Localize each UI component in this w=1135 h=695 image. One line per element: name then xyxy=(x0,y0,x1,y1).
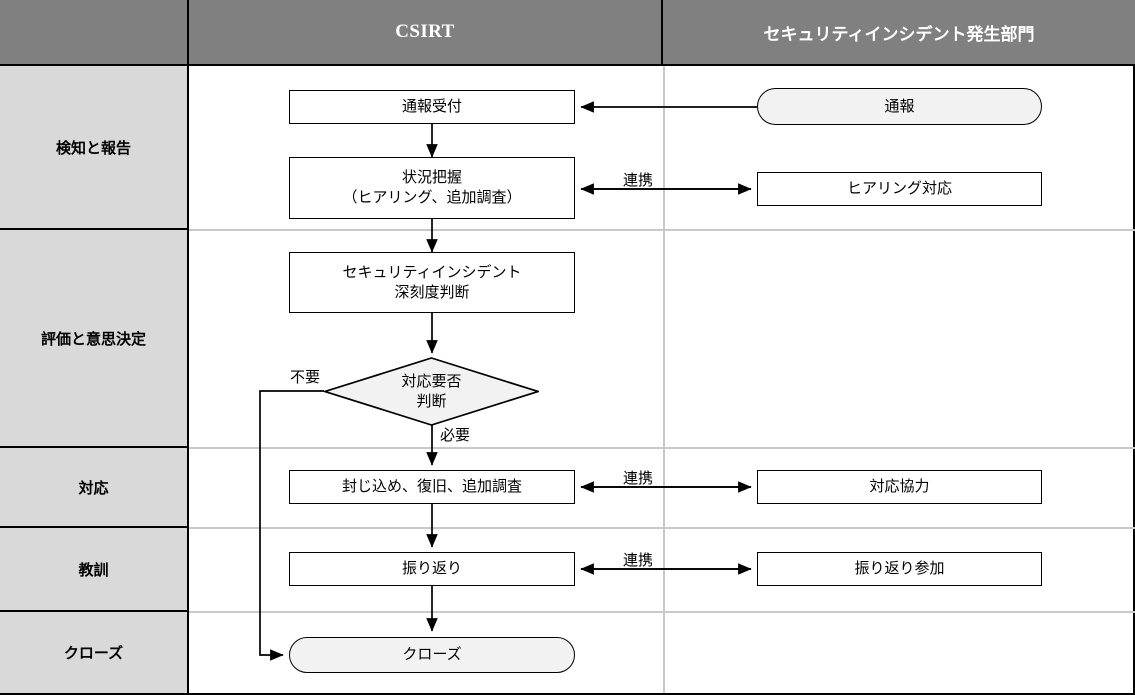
node-severity-judgement-label: セキュリティインシデント 深刻度判断 xyxy=(342,263,522,301)
header-lane-department: セキュリティインシデント発生部門 xyxy=(663,0,1135,66)
diamond-shape-icon xyxy=(324,357,539,426)
node-retrospective-join[interactable]: 振り返り参加 xyxy=(757,552,1042,586)
phase-cell-lessons: 教訓 xyxy=(0,528,189,612)
node-response-support-label: 対応協力 xyxy=(869,478,930,496)
phase-cell-assessment: 評価と意思決定 xyxy=(0,230,189,448)
row-separator-2 xyxy=(189,447,1135,449)
header-lane-csirt-label: CSIRT xyxy=(395,21,455,42)
node-severity-judgement[interactable]: セキュリティインシデント 深刻度判断 xyxy=(289,252,575,313)
phase-label-detection: 検知と報告 xyxy=(55,139,131,157)
phase-cell-response: 対応 xyxy=(0,448,189,528)
phase-label-response: 対応 xyxy=(78,479,109,497)
edge-label-not-needed: 不要 xyxy=(289,369,321,386)
node-hearing-response-label: ヒアリング対応 xyxy=(846,180,952,198)
phase-cell-detection: 検知と報告 xyxy=(0,66,189,230)
node-close[interactable]: クローズ xyxy=(289,637,575,673)
node-retrospective-label: 振り返り xyxy=(401,560,462,578)
node-retrospective-join-label: 振り返り参加 xyxy=(854,560,945,578)
node-report[interactable]: 通報 xyxy=(757,88,1042,125)
row-separator-4 xyxy=(189,611,1135,613)
row-separator-3 xyxy=(189,527,1135,529)
node-response-decision-label: 対応要否 判断 xyxy=(401,372,462,410)
row-separator-1 xyxy=(189,229,1135,231)
node-report-received-label: 通報受付 xyxy=(401,98,462,116)
phase-label-assessment: 評価と意思決定 xyxy=(40,330,146,348)
node-hearing-response[interactable]: ヒアリング対応 xyxy=(757,172,1042,206)
header-lane-csirt: CSIRT xyxy=(189,0,663,66)
edge-label-cooperation-3: 連携 xyxy=(622,552,654,569)
edge-label-cooperation-2: 連携 xyxy=(622,470,654,487)
edge-label-cooperation-1: 連携 xyxy=(622,172,654,189)
phase-cell-close: クローズ xyxy=(0,612,189,693)
node-containment[interactable]: 封じ込め、復旧、追加調査 xyxy=(289,470,575,504)
node-situation-grasp[interactable]: 状況把握 （ヒアリング、追加調査） xyxy=(289,157,575,219)
node-containment-label: 封じ込め、復旧、追加調査 xyxy=(341,478,522,496)
edge-label-needed: 必要 xyxy=(440,427,471,444)
phase-label-lessons: 教訓 xyxy=(78,561,109,579)
node-retrospective[interactable]: 振り返り xyxy=(289,552,575,586)
lane-separator-vertical xyxy=(663,66,665,693)
node-report-label: 通報 xyxy=(884,97,915,115)
node-situation-grasp-label: 状況把握 （ヒアリング、追加調査） xyxy=(342,169,522,206)
node-response-support[interactable]: 対応協力 xyxy=(757,470,1042,504)
header-corner-cell xyxy=(0,0,189,66)
node-report-received[interactable]: 通報受付 xyxy=(289,90,575,124)
edge-decision-notneeded-to-close xyxy=(259,390,324,661)
header-lane-department-label: セキュリティインシデント発生部門 xyxy=(763,24,1035,44)
node-response-decision[interactable]: 対応要否 判断 xyxy=(324,357,539,426)
node-close-label: クローズ xyxy=(402,646,462,664)
phase-label-close: クローズ xyxy=(63,645,124,662)
